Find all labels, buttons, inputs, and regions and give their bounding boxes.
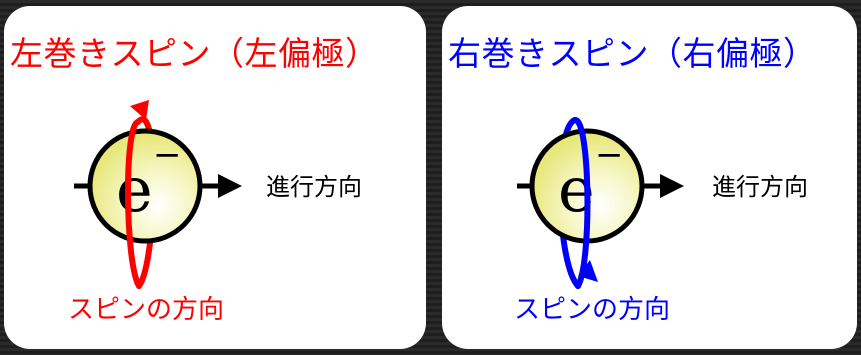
direction-arrowhead xyxy=(218,174,242,198)
right-spin-panel: 右巻きスピン（右偏極） e − 進行方向 スピンの方向 xyxy=(442,6,857,349)
electron-charge: − xyxy=(595,135,624,175)
direction-label: 進行方向 xyxy=(266,173,362,201)
left-spin-diagram: e − xyxy=(74,100,242,289)
direction-arrowhead xyxy=(660,174,684,198)
electron-symbol: e xyxy=(116,153,153,226)
right-spin-title: 右巻きスピン（右偏極） xyxy=(448,34,817,73)
direction-label: 進行方向 xyxy=(712,173,808,201)
spin-direction-label: スピンの方向 xyxy=(68,295,225,325)
electron-ball xyxy=(87,128,203,244)
left-spin-title: 左巻きスピン（左偏極） xyxy=(10,34,379,73)
spin-arrowhead xyxy=(130,100,149,120)
spin-loop-front xyxy=(125,119,142,289)
electron-charge: − xyxy=(153,135,182,175)
right-spin-diagram: e − xyxy=(517,116,684,289)
left-spin-panel: 左巻きスピン（左偏極） e − 進行方向 スピンの方向 xyxy=(4,6,426,349)
spin-arrowhead xyxy=(578,260,598,282)
spin-direction-label: スピンの方向 xyxy=(514,295,671,325)
